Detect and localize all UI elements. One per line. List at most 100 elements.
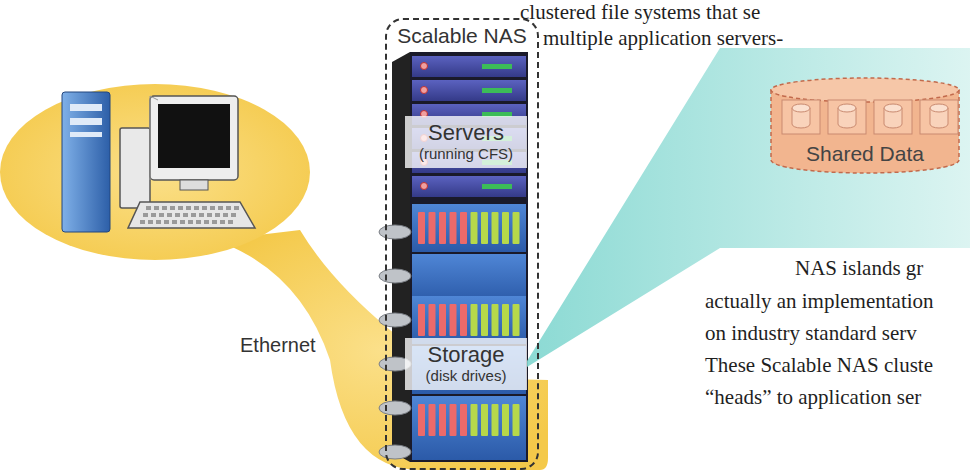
key xyxy=(231,213,236,217)
drive-slot xyxy=(460,404,467,436)
drive-slot xyxy=(513,404,520,436)
drive-slot xyxy=(450,304,457,336)
body-text: NAS islands gr xyxy=(795,256,923,281)
server-unit xyxy=(412,56,526,77)
storage-unit xyxy=(412,396,526,460)
drive-slot xyxy=(429,404,436,436)
key xyxy=(178,206,183,210)
node-subtext: (disk drives) xyxy=(407,367,525,385)
key xyxy=(151,213,156,217)
disc xyxy=(379,401,411,415)
disk-icon xyxy=(920,100,958,134)
led xyxy=(421,183,428,190)
drive-slot xyxy=(471,304,478,336)
key xyxy=(183,213,188,217)
drive-slot xyxy=(418,212,425,244)
drive-slot xyxy=(492,404,499,436)
key xyxy=(212,220,217,224)
key xyxy=(154,206,159,210)
body-text: on industry standard serv xyxy=(705,321,917,346)
node-subtext: (running CFS) xyxy=(407,145,525,163)
disc xyxy=(379,269,411,283)
key xyxy=(215,213,220,217)
disk-icon xyxy=(884,104,902,112)
key xyxy=(204,220,209,224)
drive-slot xyxy=(502,212,509,244)
drive-slot xyxy=(429,212,436,244)
disc xyxy=(379,225,411,239)
drive-slot xyxy=(492,304,499,336)
key xyxy=(140,220,145,224)
key xyxy=(167,213,172,217)
drive-slot xyxy=(450,212,457,244)
network-label: Ethernet xyxy=(240,334,316,357)
led xyxy=(421,63,428,70)
key xyxy=(148,220,153,224)
body-text: “heads” to application ser xyxy=(705,385,921,410)
rack xyxy=(379,52,528,462)
key xyxy=(188,220,193,224)
drive-slot xyxy=(471,404,478,436)
key xyxy=(156,220,161,224)
key xyxy=(207,213,212,217)
disk-icon xyxy=(828,100,866,134)
drive-slot xyxy=(513,212,520,244)
key xyxy=(202,206,207,210)
key xyxy=(196,220,201,224)
node-heading: Shared Data xyxy=(768,142,962,166)
key xyxy=(186,206,191,210)
key xyxy=(220,220,225,224)
key xyxy=(226,206,231,210)
body-text: These Scalable NAS cluste xyxy=(705,353,933,378)
callout-fan-shape xyxy=(527,48,970,367)
key xyxy=(164,220,169,224)
drive-slot xyxy=(481,212,488,244)
drive-slot xyxy=(439,212,446,244)
key xyxy=(146,206,151,210)
led-bar xyxy=(482,88,512,93)
disk-icon xyxy=(930,104,948,112)
node-heading: Servers xyxy=(407,121,525,145)
cluster-boundary: Scalable NAS Servers(running CFS) Storage(… xyxy=(385,18,539,470)
key xyxy=(159,213,164,217)
key xyxy=(162,206,167,210)
disk-icon xyxy=(874,100,912,134)
drive-slot xyxy=(502,404,509,436)
key xyxy=(228,220,233,224)
server-band: Servers(running CFS) xyxy=(405,116,527,168)
key xyxy=(170,206,175,210)
key xyxy=(191,213,196,217)
server-unit xyxy=(412,176,526,197)
network-ellipse xyxy=(0,84,310,260)
drive-slot xyxy=(481,404,488,436)
desktop-computer xyxy=(120,96,255,228)
drive-slot xyxy=(471,212,478,244)
drive-slot xyxy=(439,404,446,436)
drive-slot xyxy=(450,404,457,436)
disc xyxy=(379,445,411,459)
key xyxy=(223,213,228,217)
drive-slot xyxy=(439,304,446,336)
node-heading: Scalable NAS xyxy=(387,20,537,48)
key xyxy=(180,220,185,224)
drive-slot xyxy=(460,212,467,244)
storage-unit xyxy=(412,204,526,252)
disk-icon xyxy=(792,104,810,112)
led-bar xyxy=(482,184,512,189)
key xyxy=(194,206,199,210)
drive-slot xyxy=(429,304,436,336)
disc xyxy=(379,313,411,327)
key xyxy=(218,206,223,210)
drive-slot xyxy=(492,212,499,244)
drive-slot xyxy=(460,304,467,336)
body-text: actually an implementation xyxy=(705,289,934,314)
led-bar xyxy=(482,64,512,69)
key xyxy=(143,213,148,217)
server-unit xyxy=(412,80,526,101)
server-tower xyxy=(62,92,110,232)
key xyxy=(210,206,215,210)
drive-slot xyxy=(502,304,509,336)
cylinder-top xyxy=(771,78,959,102)
callout-fan xyxy=(527,48,970,367)
storage-band: Storage(disk drives) xyxy=(405,338,527,390)
